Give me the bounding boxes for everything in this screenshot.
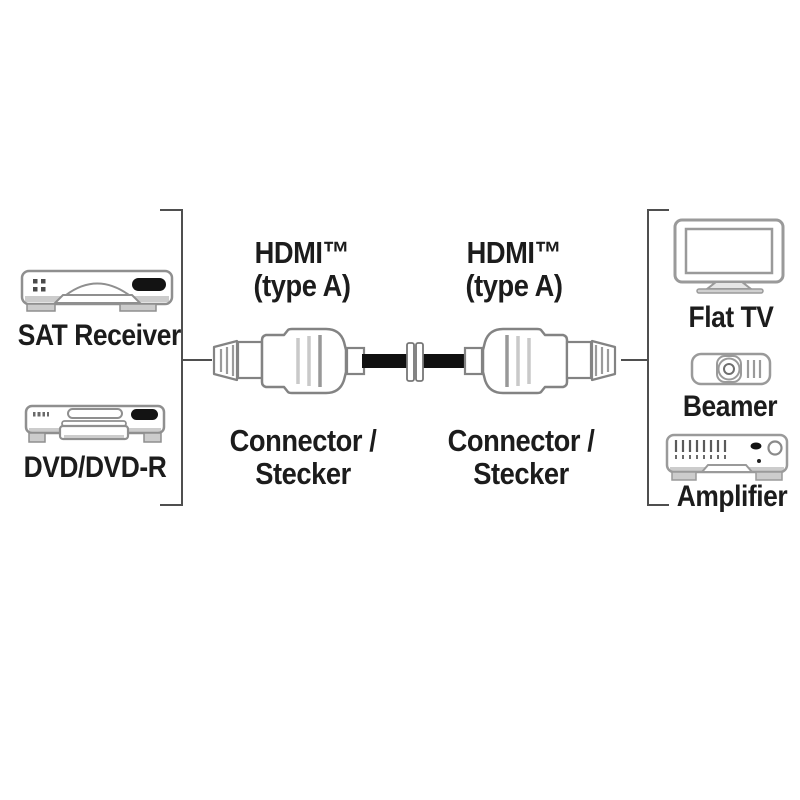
beamer-icon (690, 350, 772, 388)
amplifier-icon (664, 432, 790, 490)
hdmi-plug-left-icon (212, 327, 366, 395)
left-bracket (160, 209, 183, 506)
beamer-label: Beamer (682, 390, 778, 423)
cable-break-icon (406, 342, 424, 382)
dvd-player-icon (24, 402, 166, 446)
hdmi-plug-right-icon (463, 327, 617, 395)
connector-label-left: Connector / Stecker (229, 423, 377, 491)
hdmi-type-label-right: HDMI™ (type A) (465, 235, 563, 303)
flat-tv-label: Flat TV (688, 301, 774, 334)
right-bracket (647, 209, 669, 506)
hdmi-type-label-left: HDMI™ (type A) (253, 235, 351, 303)
amplifier-label: Amplifier (676, 480, 788, 513)
right-bracket-tick (621, 359, 647, 361)
hdmi-cable-icon (210, 322, 650, 402)
connector-label-right: Connector / Stecker (447, 423, 595, 491)
sat-receiver-icon (20, 268, 176, 314)
left-bracket-tick (181, 359, 212, 361)
flat-tv-icon (672, 217, 786, 295)
dvd-player-label: DVD/DVD-R (23, 451, 167, 484)
cable-icon (362, 354, 465, 368)
sat-receiver-label: SAT Receiver (17, 319, 181, 352)
